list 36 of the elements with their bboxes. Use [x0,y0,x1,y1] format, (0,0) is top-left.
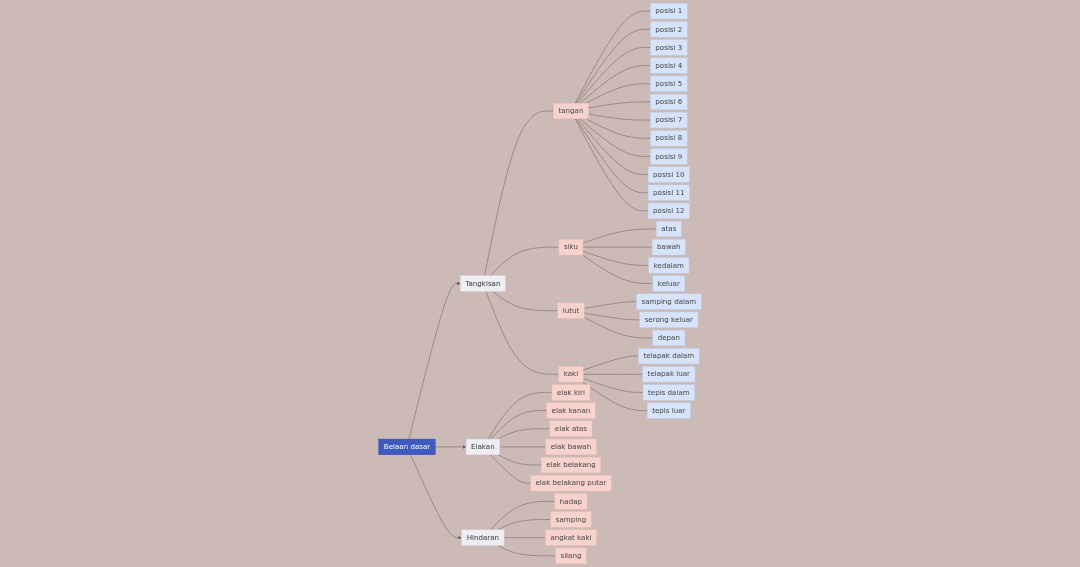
connector [490,246,560,276]
connector [582,374,643,375]
connector [574,118,649,212]
connector [490,501,556,531]
connector [582,251,649,266]
connector [588,101,651,109]
connector [497,545,556,557]
connector [582,228,657,244]
connector [490,454,531,484]
connector [492,291,558,311]
connector [575,29,651,104]
connector [582,254,654,284]
connector [497,428,551,440]
connector [485,291,559,375]
connector [579,65,651,104]
connector [577,47,651,104]
connector [583,312,640,321]
connector [583,301,637,309]
connector [484,110,554,276]
connector [582,378,644,393]
connector [575,118,649,193]
connector [579,118,651,157]
connector [588,113,651,121]
connector [503,537,546,538]
connector [487,392,553,440]
connector [582,381,648,411]
connector [583,317,653,339]
connector [577,118,649,175]
connector [574,10,651,104]
connector [582,246,653,248]
connector [490,410,547,440]
connector [585,118,651,139]
connector [582,355,639,371]
connector [497,519,551,531]
connector [497,454,542,466]
connector [585,83,651,104]
